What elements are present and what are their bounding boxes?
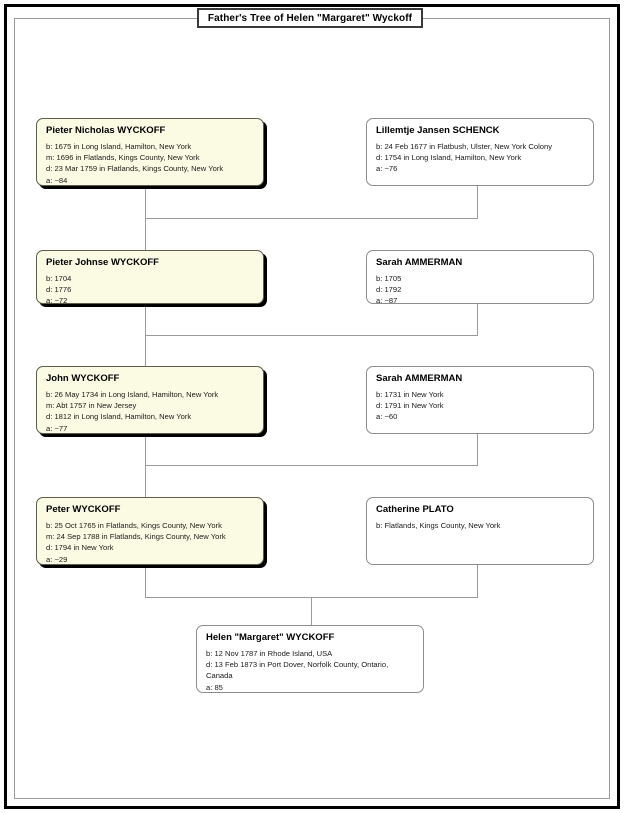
connector-gen1-left-down	[145, 186, 146, 219]
person-fact-age: a: ~77	[46, 423, 68, 433]
person-fact-birth: b: 1704	[46, 273, 72, 283]
person-fact-death: d: 1794 in New York	[46, 543, 114, 553]
person-fact-age: a: ~72	[46, 296, 68, 306]
person-name: Sarah AMMERMAN	[376, 373, 463, 384]
person-card-sarah-ammerman-1705[interactable]: Sarah AMMERMAN b: 1705 d: 1792 a: ~87	[366, 250, 594, 306]
person-fact-death: d: 23 Mar 1759 in Flatlands, Kings Count…	[46, 164, 224, 174]
person-fact-age: a: ~29	[46, 554, 68, 564]
connector-gen1-to-child	[145, 218, 146, 251]
person-fact-age: a: 85	[206, 682, 223, 692]
person-fact-age: a: ~84	[46, 175, 68, 185]
person-fact-age: a: ~76	[376, 164, 398, 174]
connector-gen4-to-child	[311, 597, 312, 625]
person-card-john-wyckoff[interactable]: John WYCKOFF b: 26 May 1734 in Long Isla…	[36, 366, 264, 434]
person-card-peter-wyckoff[interactable]: Peter WYCKOFF b: 25 Oct 1765 in Flatland…	[36, 497, 264, 565]
person-name: Peter WYCKOFF	[46, 504, 121, 515]
person-fact-birth: b: 12 Nov 1787 in Rhode Island, USA	[206, 648, 333, 658]
person-card-catherine-plato[interactable]: Catherine PLATO b: Flatlands, Kings Coun…	[366, 497, 594, 565]
person-name: John WYCKOFF	[46, 373, 120, 384]
person-fact-death: d: 1791 in New York	[376, 401, 444, 411]
person-fact-birth: b: 1731 in New York	[376, 389, 444, 399]
person-fact-death: d: 1792	[376, 285, 402, 295]
person-fact-death: d: 13 Feb 1873 in Port Dover, Norfolk Co…	[206, 660, 389, 681]
connector-gen4-right-down	[477, 565, 478, 598]
person-card-pieter-nicholas-wyckoff[interactable]: Pieter Nicholas WYCKOFF b: 1675 in Long …	[36, 118, 264, 186]
person-fact-age: a: ~60	[376, 412, 398, 422]
connector-gen2-to-child	[145, 335, 146, 368]
person-name: Catherine PLATO	[376, 504, 454, 515]
person-card-lillemtje-jansen-schenck[interactable]: Lillemtje Jansen SCHENCK b: 24 Feb 1677 …	[366, 118, 594, 186]
person-fact-death: d: 1812 in Long Island, Hamilton, New Yo…	[46, 412, 192, 422]
connector-gen3-to-child	[145, 465, 146, 498]
person-fact-birth: b: 26 May 1734 in Long Island, Hamilton,…	[46, 389, 219, 399]
connector-gen3-left-down	[145, 433, 146, 466]
person-name: Pieter Johnse WYCKOFF	[46, 257, 159, 268]
person-name: Sarah AMMERMAN	[376, 257, 463, 268]
person-fact-death: d: 1754 in Long Island, Hamilton, New Yo…	[376, 153, 522, 163]
person-fact-birth: b: 1675 in Long Island, Hamilton, New Yo…	[46, 141, 192, 151]
person-fact-birth: b: 25 Oct 1765 in Flatlands, Kings Count…	[46, 520, 222, 530]
connector-gen2-left-down	[145, 303, 146, 336]
person-fact-birth: b: Flatlands, Kings County, New York	[376, 520, 501, 530]
person-fact-birth: b: 24 Feb 1677 in Flatbush, Ulster, New …	[376, 141, 553, 151]
person-fact-age: a: ~87	[376, 296, 398, 306]
connector-gen1-couple-bar	[145, 218, 478, 219]
person-fact-marriage: m: 1696 in Flatlands, Kings County, New …	[46, 153, 200, 163]
connector-gen3-right-down	[477, 433, 478, 466]
connector-gen3-couple-bar	[145, 465, 478, 466]
connector-gen1-right-down	[477, 186, 478, 219]
person-name: Helen "Margaret" WYCKOFF	[206, 632, 335, 643]
person-card-pieter-johnse-wyckoff[interactable]: Pieter Johnse WYCKOFF b: 1704 d: 1776 a:…	[36, 250, 264, 306]
person-fact-birth: b: 1705	[376, 273, 402, 283]
person-fact-death: d: 1776	[46, 285, 72, 295]
person-name: Lillemtje Jansen SCHENCK	[376, 125, 500, 136]
person-fact-marriage: m: Abt 1757 in New Jersey	[46, 401, 137, 411]
person-card-sarah-ammerman-1731[interactable]: Sarah AMMERMAN b: 1731 in New York d: 17…	[366, 366, 594, 434]
connector-gen2-couple-bar	[145, 335, 478, 336]
person-card-helen-margaret-wyckoff[interactable]: Helen "Margaret" WYCKOFF b: 12 Nov 1787 …	[196, 625, 424, 693]
page-title: Father's Tree of Helen "Margaret" Wyckof…	[197, 8, 423, 28]
person-name: Pieter Nicholas WYCKOFF	[46, 125, 166, 136]
connector-gen2-right-down	[477, 303, 478, 336]
connector-gen4-left-down	[145, 565, 146, 598]
person-fact-marriage: m: 24 Sep 1788 in Flatlands, Kings Count…	[46, 532, 226, 542]
